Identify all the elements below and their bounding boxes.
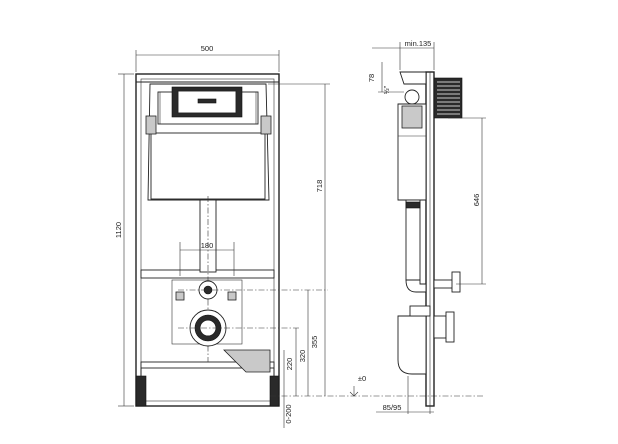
outlet-height-label: 355 xyxy=(310,336,319,349)
side-waste-elbow xyxy=(397,315,427,375)
width-label: 500 xyxy=(201,44,214,53)
side-pipe-bend xyxy=(405,279,427,293)
floor-datum-marker xyxy=(349,386,359,397)
cistern-height-label: 718 xyxy=(315,180,324,193)
floor-adjust-label: 0-200 xyxy=(284,404,293,423)
side-top-bracket xyxy=(399,71,427,85)
side-inlet-stub xyxy=(451,271,461,293)
side-pipe-collar xyxy=(405,201,421,209)
actuator-ribs xyxy=(437,81,460,115)
top-offset-label: 78 xyxy=(367,74,376,82)
right-stud xyxy=(227,291,237,301)
floor-support-plate xyxy=(223,349,271,373)
side-valve-block xyxy=(401,105,423,129)
side-waste-socket xyxy=(409,305,431,317)
right-bracket xyxy=(260,115,272,135)
frame-inner-edge xyxy=(140,78,275,402)
cistern-lower-tank xyxy=(150,132,266,200)
height-label: 1120 xyxy=(114,222,123,238)
side-view: min.135 78 ½" 646 ±0 85/95 xyxy=(349,39,486,414)
cistern xyxy=(145,83,272,201)
drop-label: 646 xyxy=(472,194,481,207)
inlet-height-label: 320 xyxy=(298,350,307,363)
front-view: 180 500 1120 718 355 320 220 0-200 xyxy=(114,44,484,428)
left-bracket xyxy=(145,115,157,135)
flange-height-label: 220 xyxy=(285,358,294,371)
pipe-spacing-label: 180 xyxy=(201,241,214,250)
side-flush-pipe xyxy=(405,199,421,281)
datum-arrow xyxy=(349,391,359,397)
flush-button xyxy=(197,98,217,104)
frame-outline xyxy=(135,73,280,407)
side-waste-connector xyxy=(433,315,447,339)
right-foot xyxy=(269,375,280,407)
wall-distance-label: 85/95 xyxy=(383,403,402,412)
cross-rail-lower xyxy=(140,361,275,369)
side-waste-flange xyxy=(445,311,455,343)
left-foot xyxy=(135,375,147,407)
depth-label: min.135 xyxy=(405,39,432,48)
floor-datum-label: ±0 xyxy=(358,374,366,383)
side-inlet-valve xyxy=(404,89,420,105)
inlet-size-label: ½" xyxy=(383,85,391,94)
left-stud xyxy=(175,291,185,301)
